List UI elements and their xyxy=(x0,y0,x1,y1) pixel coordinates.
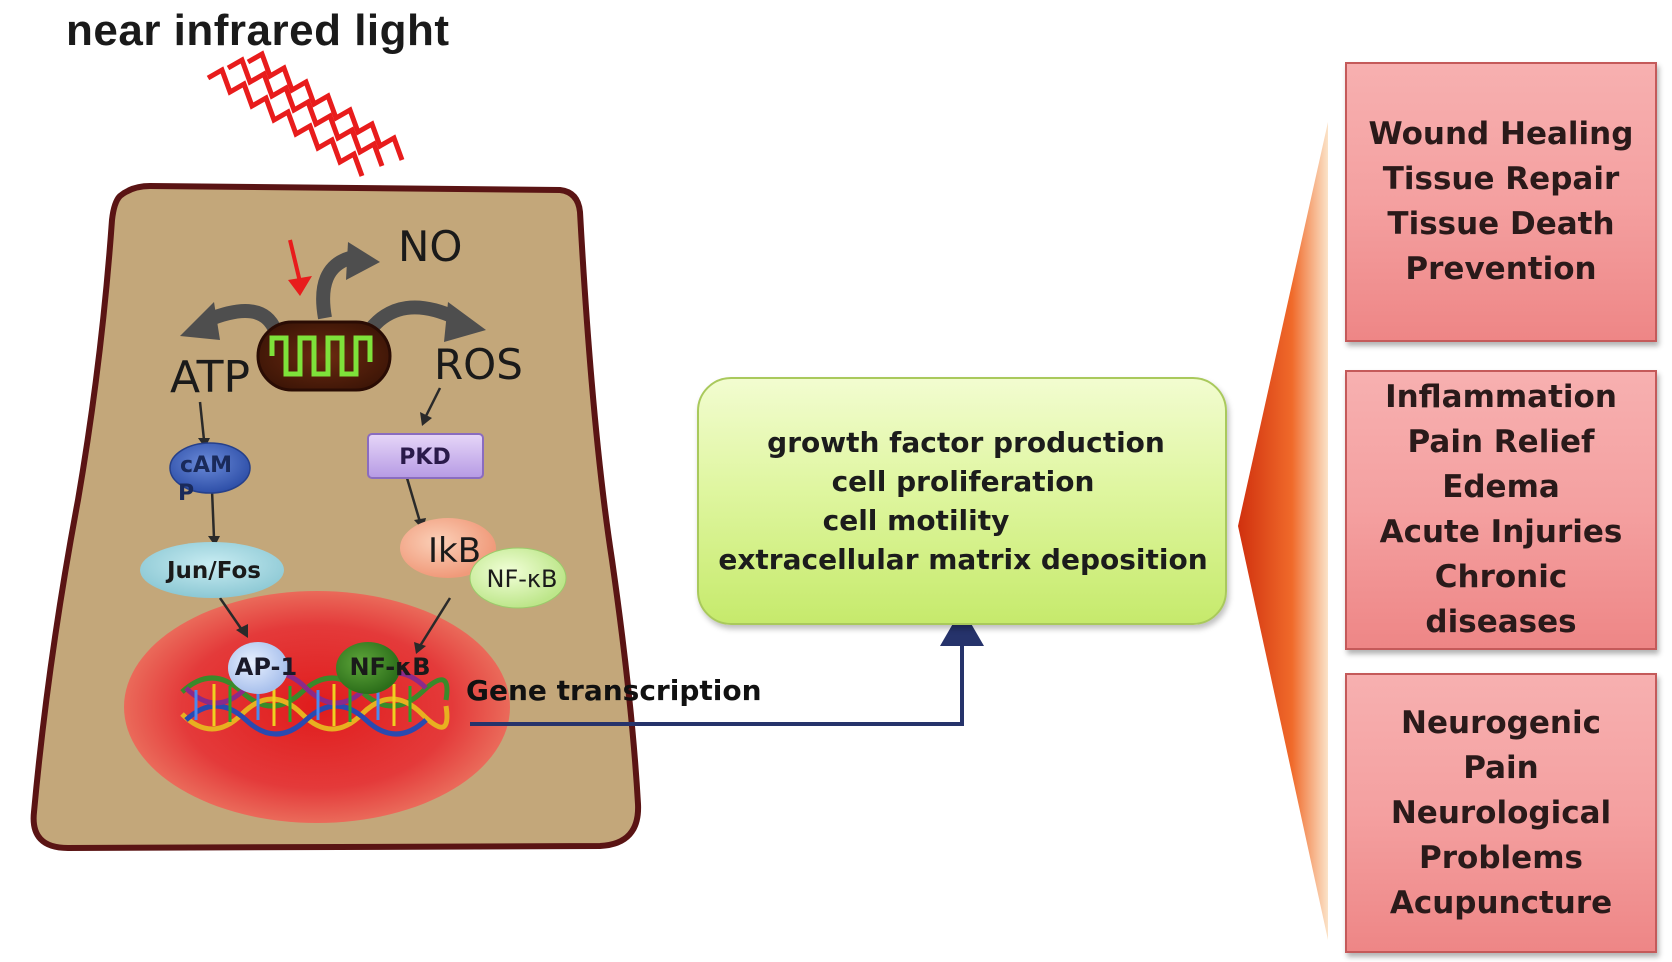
application-line: Tissue Death xyxy=(1387,206,1615,242)
ikb-node xyxy=(400,518,496,578)
pkd-label: PKD xyxy=(399,445,450,470)
application-line: Pain Relief xyxy=(1407,424,1595,460)
pkd-node xyxy=(367,433,484,479)
application-line: Acupuncture xyxy=(1389,884,1613,921)
application-line: Wound Healing xyxy=(1368,116,1634,152)
ros-label: ROS xyxy=(434,340,523,389)
gray-curved-arrows xyxy=(205,251,459,335)
camp-label: cAM xyxy=(180,453,232,478)
pathway-arrow xyxy=(470,644,964,726)
light-wave-icon xyxy=(206,50,405,283)
ikb-label: IkB xyxy=(428,531,481,571)
gene-transcription-label: Gene transcription xyxy=(466,674,762,707)
nfkb-cyto-node xyxy=(469,547,567,609)
nfkb-nuc-label: NF-κB xyxy=(349,653,430,681)
camp-label-p: P xyxy=(178,481,194,506)
effect-line: growth factor production xyxy=(767,426,1165,459)
junfos-label: Jun/Fos xyxy=(165,558,261,584)
light-arrowhead-icon xyxy=(288,276,312,296)
arrow-to-no-icon xyxy=(346,242,380,280)
application-line: diseases xyxy=(1425,604,1577,640)
application-line: Neurogenic xyxy=(1401,704,1601,741)
atp-label: ATP xyxy=(170,352,251,403)
application-box-inflammation: Inflammation Pain Relief Edema Acute Inj… xyxy=(1345,370,1657,650)
page-title: near infrared light xyxy=(66,6,450,55)
application-box-wound: Wound Healing Tissue Repair Tissue Death… xyxy=(1345,62,1657,342)
junfos-node xyxy=(140,542,284,598)
ap1-label: AP-1 xyxy=(235,653,297,681)
arrow-to-ros-icon xyxy=(444,302,486,342)
application-line: Acute Injuries xyxy=(1379,514,1623,550)
application-line: Neurological xyxy=(1390,794,1612,831)
effect-line: cell proliferation xyxy=(831,465,1095,498)
mitochondrion-icon xyxy=(256,320,392,392)
application-line: Tissue Repair xyxy=(1382,161,1620,197)
application-wedge xyxy=(1238,122,1328,940)
effect-line: extracellular matrix deposition xyxy=(718,543,1208,576)
nfkb-nuc-node xyxy=(336,642,400,694)
effect-line: cell motility xyxy=(822,504,1010,537)
application-line: Pain xyxy=(1463,749,1539,786)
pathway-arrowhead-icon xyxy=(940,608,984,646)
application-line: Inflammation xyxy=(1385,379,1617,415)
application-line: Chronic xyxy=(1434,559,1568,595)
application-box-neuro: Neurogenic Pain Neurological Problems Ac… xyxy=(1345,673,1657,953)
no-label: NO xyxy=(398,222,463,271)
application-line: Prevention xyxy=(1405,251,1597,287)
application-line: Edema xyxy=(1442,469,1560,505)
effects-box: growth factor production cell proliferat… xyxy=(697,377,1227,625)
ap1-node xyxy=(228,642,288,694)
signal-arrows xyxy=(198,387,452,647)
nfkb-cyto-label: NF-κB xyxy=(486,565,557,593)
arrow-to-atp-icon xyxy=(180,302,220,340)
camp-node xyxy=(169,442,251,494)
application-line: Problems xyxy=(1419,839,1583,876)
